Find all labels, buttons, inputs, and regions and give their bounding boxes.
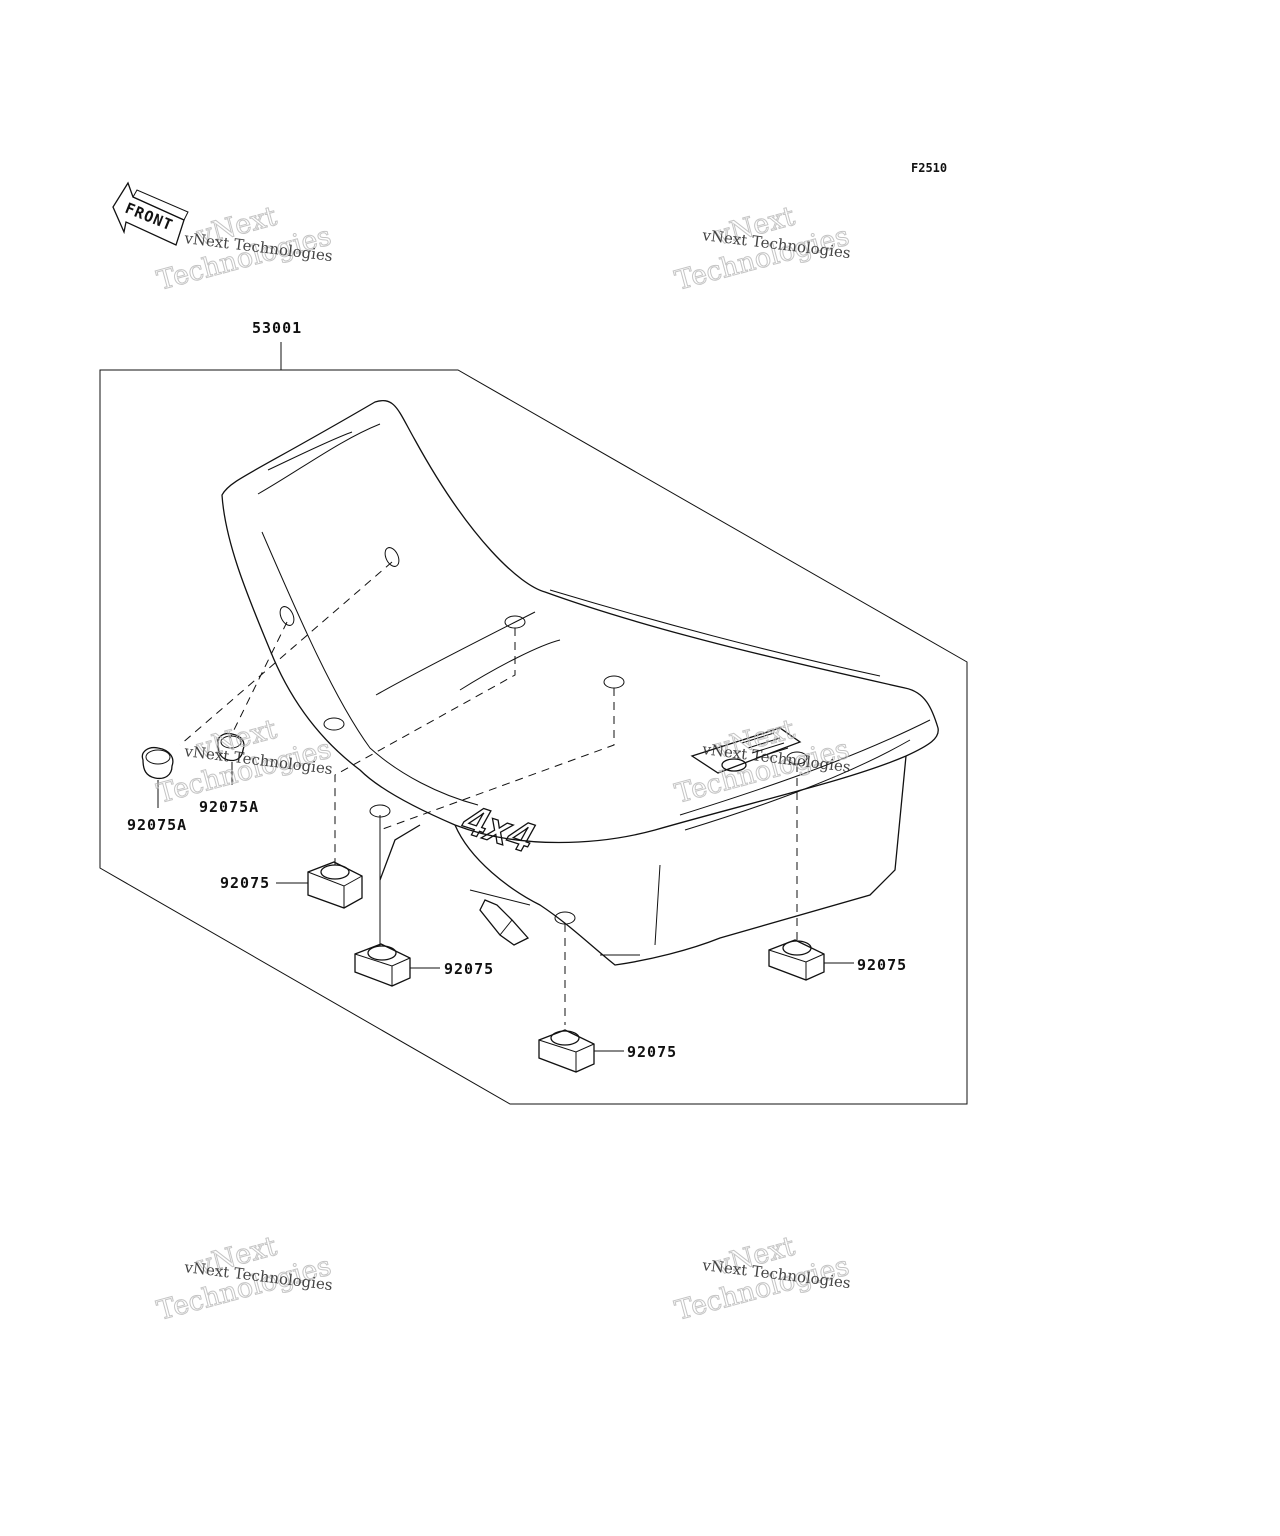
label-92075-3: 92075 (627, 1043, 677, 1061)
hidden-lines (179, 561, 798, 1025)
seat-drawing: 4x4 (221, 400, 939, 966)
damper-block-2: 92075 (354, 815, 494, 987)
caution-plate (690, 727, 802, 774)
damper-block-3: 92075 (538, 1029, 677, 1073)
label-92075-1: 92075 (220, 874, 270, 892)
label-92075-2: 92075 (444, 960, 494, 978)
front-arrow-icon: FRONT (112, 181, 189, 246)
watermark-4: vNext Technologies vNext Technologies (671, 713, 853, 810)
label-53001: 53001 (252, 319, 302, 337)
damper-block-1: 92075 (220, 861, 363, 909)
rubber-cap-right: 92075A (199, 732, 259, 816)
watermark-5: vNext Technologies vNext Technologies (153, 1230, 335, 1327)
seat-logo: 4x4 (457, 795, 539, 862)
figure-code: F2510 (911, 161, 947, 175)
watermark-1: vNext Technologies vNext Technologies (153, 200, 335, 297)
watermark-3: vNext Technologies vNext Technologies (153, 713, 335, 810)
damper-block-4: 92075 (768, 939, 907, 981)
label-92075-4: 92075 (857, 956, 907, 974)
label-92075a-right: 92075A (199, 798, 259, 816)
watermark-2: vNext Technologies vNext Technologies (671, 200, 853, 297)
label-92075a-left: 92075A (127, 816, 187, 834)
rubber-cap-left: 92075A (127, 746, 187, 834)
assembly-box (99, 369, 968, 1105)
watermark-6: vNext Technologies vNext Technologies (671, 1230, 853, 1327)
